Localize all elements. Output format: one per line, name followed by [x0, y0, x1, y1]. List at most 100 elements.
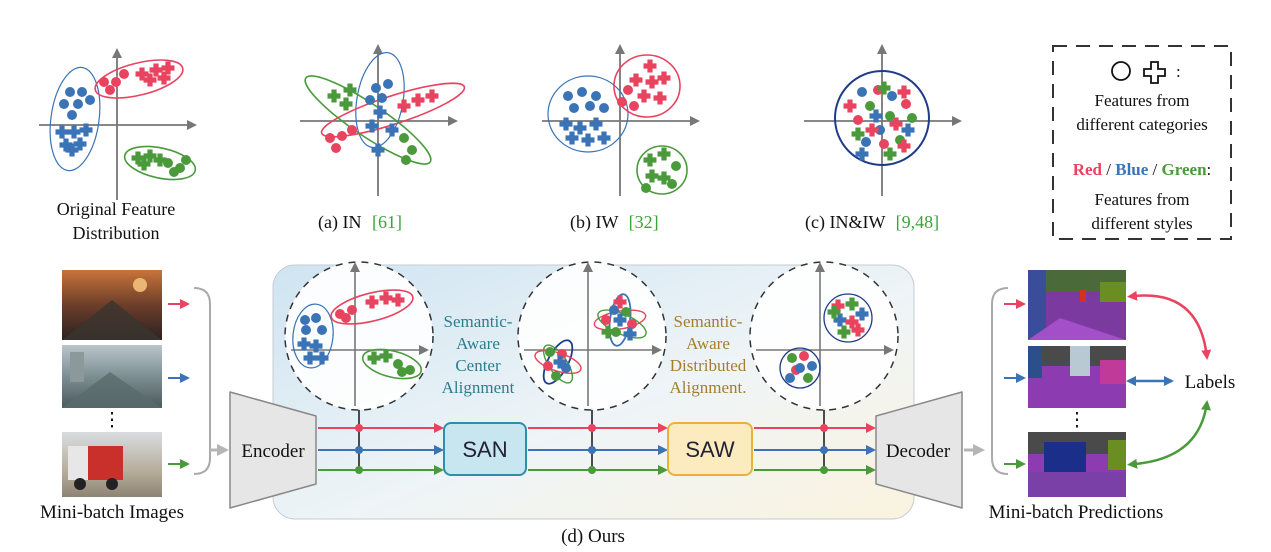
legend-blue: Blue — [1115, 160, 1149, 179]
feature-circle-marker — [901, 99, 911, 109]
feature-circle-marker — [543, 361, 553, 371]
legend-colon: : — [1207, 160, 1212, 179]
feature-circle-marker — [397, 367, 407, 377]
feature-cross-marker — [645, 169, 659, 183]
in-caption-label: (a) IN — [318, 212, 361, 233]
feature-cross-marker — [597, 131, 611, 145]
input-image-1 — [62, 270, 162, 340]
iw-caption: (b) IW [32] — [570, 212, 659, 233]
feature-cross-marker — [367, 351, 381, 365]
feature-cross-marker — [343, 83, 357, 97]
feature-cross-marker — [837, 325, 851, 339]
feature-cross-marker — [379, 291, 393, 305]
green-cluster-ellipse — [123, 145, 197, 181]
feature-circle-marker — [73, 99, 83, 109]
feature-circle-marker — [591, 91, 601, 101]
mini-batch-images-caption: Mini-batch Images — [40, 502, 184, 523]
feature-circle-marker — [65, 87, 75, 97]
iniw-caption: (c) IN&IW [9,48] — [805, 212, 939, 233]
feature-circle-marker — [621, 307, 631, 317]
feature-cross-marker — [143, 73, 157, 87]
feature-circle-marker — [641, 183, 651, 193]
feature-circle-marker — [627, 319, 637, 329]
feature-circle-marker — [907, 113, 917, 123]
red-cluster-ellipse — [330, 289, 414, 325]
feature-circle-marker — [105, 85, 115, 95]
feature-cross-marker — [157, 71, 171, 85]
legend-line4: different styles — [1091, 214, 1192, 233]
san-text-line1: Semantic- — [444, 312, 513, 331]
feature-taps — [355, 408, 828, 474]
feature-circle-marker — [317, 325, 327, 335]
feature-circle-marker — [383, 79, 393, 89]
circle-shape-icon — [1111, 61, 1131, 81]
feature-circle-marker — [405, 365, 415, 375]
red-cluster-circle — [613, 54, 681, 118]
feature-cross-marker — [883, 147, 897, 161]
feature-cross-marker — [371, 143, 385, 157]
feature-cross-marker — [843, 99, 857, 113]
feature-circle-marker — [803, 373, 813, 383]
feature-circle-marker — [671, 161, 681, 171]
feature-cross-marker — [589, 117, 603, 131]
san-input-distribution-plot — [284, 261, 434, 411]
feature-circle-marker — [59, 99, 69, 109]
feature-cross-marker — [855, 307, 869, 321]
feature-circle-marker — [629, 101, 639, 111]
feature-circle-marker — [300, 315, 310, 325]
feature-cross-marker — [373, 105, 387, 119]
feature-circle-marker — [67, 110, 77, 120]
san-output-distribution-plot — [517, 261, 667, 411]
left-bracket — [193, 287, 211, 475]
feature-cross-marker — [303, 351, 317, 365]
feature-circle-marker — [365, 95, 375, 105]
feature-cross-marker — [629, 73, 643, 87]
green-cluster-circle — [636, 145, 688, 195]
feature-cross-marker — [73, 137, 87, 151]
blue-cluster-ellipse — [49, 66, 101, 172]
decoder-block — [875, 391, 963, 509]
legend-slash2: / — [1148, 160, 1161, 179]
legend-line2: different categories — [1076, 115, 1207, 134]
feature-cross-marker — [645, 75, 659, 89]
feature-cross-marker — [851, 127, 865, 141]
feature-cross-marker — [339, 97, 353, 111]
feature-cross-marker — [877, 81, 891, 95]
feature-circle-marker — [599, 103, 609, 113]
feature-cross-marker — [143, 149, 157, 163]
feature-circle-marker — [551, 371, 561, 381]
decoder-label: Decoder — [886, 441, 951, 462]
feature-circle-marker — [609, 305, 619, 315]
feature-circle-marker — [787, 353, 797, 363]
labels-red-double-arrow — [1127, 290, 1212, 360]
legend-line3: Features from — [1095, 190, 1190, 209]
feature-cross-marker — [379, 349, 393, 363]
original-caption-line2: Distribution — [72, 223, 159, 243]
legend-colors: Red / Blue / Green: — [1073, 160, 1212, 179]
feature-cross-marker — [573, 121, 587, 135]
feature-cross-marker — [425, 89, 439, 103]
feature-circle-marker — [585, 101, 595, 111]
in-caption-ref: [61] — [372, 212, 402, 232]
predictions-ellipsis: ⋮ — [1068, 410, 1087, 431]
feature-cross-marker — [559, 117, 573, 131]
feature-cross-marker — [79, 123, 93, 137]
feature-circle-marker — [341, 313, 351, 323]
in-distribution-plot — [300, 44, 466, 196]
saw-text-line2: Aware — [686, 334, 730, 353]
feature-circle-marker — [111, 77, 121, 87]
images-ellipsis: ⋮ — [103, 410, 122, 431]
feature-cross-marker — [149, 63, 163, 77]
feature-cross-marker — [855, 147, 869, 161]
blue-cluster-circle — [547, 75, 629, 153]
dashed-frame — [284, 261, 434, 411]
feature-cross-marker — [315, 351, 329, 365]
feature-cross-marker — [65, 143, 79, 157]
feature-circle-marker — [861, 137, 871, 147]
legend-shape-colon: : — [1176, 62, 1181, 81]
prediction-map-3 — [1028, 432, 1126, 497]
in-caption: (a) IN [61] — [318, 212, 402, 233]
original-distribution-plot — [39, 48, 197, 200]
feature-circle-marker — [561, 363, 571, 373]
feature-circle-marker — [311, 313, 321, 323]
